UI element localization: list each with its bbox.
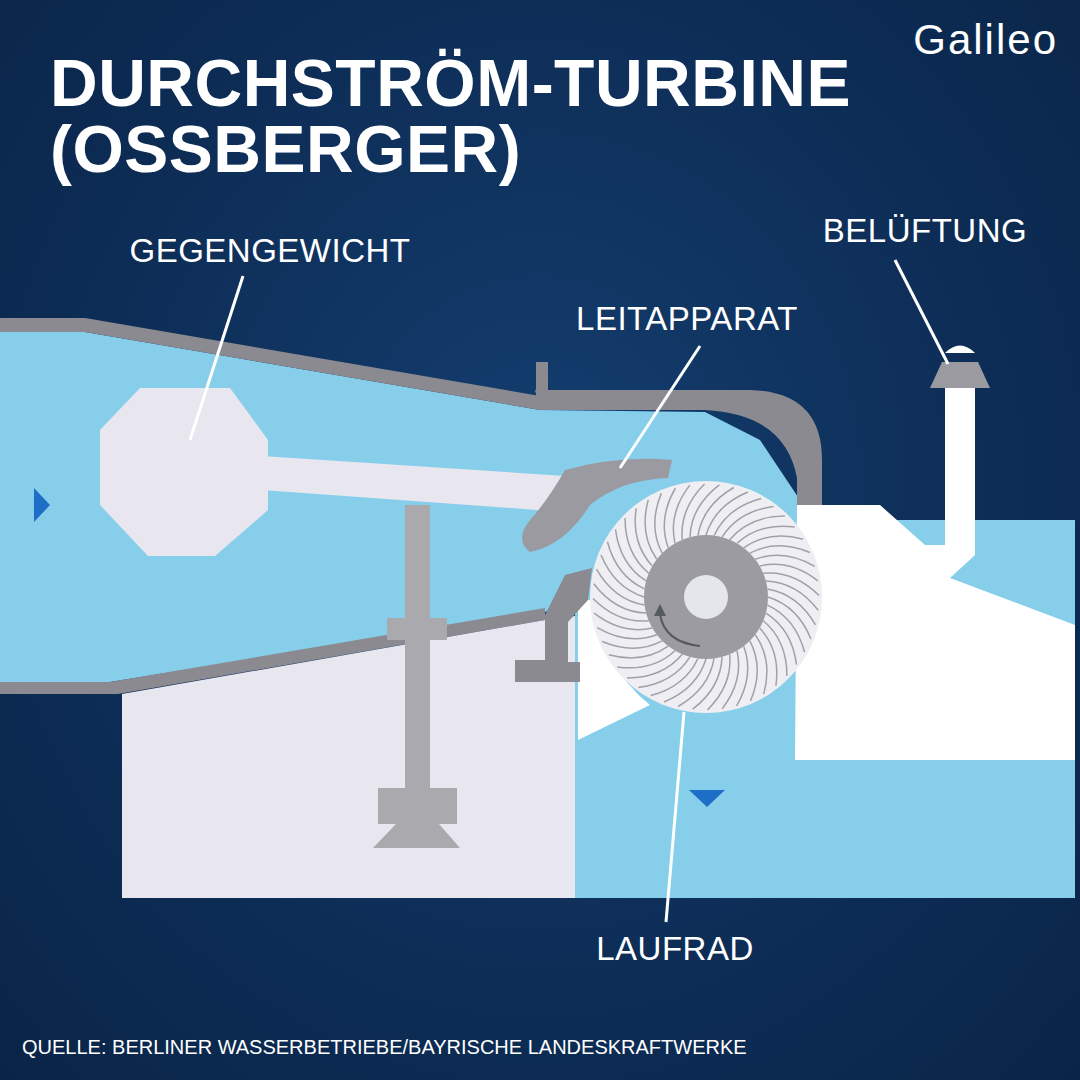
runner-blade (693, 657, 722, 709)
runner-blade (760, 628, 777, 686)
runner-blade (594, 584, 646, 613)
runner-wheel (590, 481, 822, 713)
runner-blade (766, 581, 818, 610)
outlet-structure (795, 385, 1075, 760)
leader-line (190, 276, 243, 440)
runner-blade (707, 654, 730, 710)
runner-blade (750, 546, 810, 553)
runner-blade (767, 589, 815, 625)
foundation-block (122, 600, 650, 898)
leader-line (666, 712, 684, 922)
flow-arrow (34, 488, 50, 522)
part-label: BELÜFTUNG (823, 212, 1027, 250)
part-label: GEGENGEWICHT (129, 232, 410, 270)
runner-blade (617, 651, 675, 668)
runner-blade (651, 658, 698, 695)
runner-blade (722, 506, 774, 537)
control-rod (405, 505, 430, 790)
runner-blade (750, 641, 757, 701)
runner-blade (615, 529, 646, 581)
outlet-structure (945, 346, 975, 354)
source-caption: QUELLE: BERLINER WASSERBETRIEBE/BAYRISCH… (22, 1036, 747, 1059)
runner-blade (602, 641, 662, 648)
counterweight (262, 456, 583, 512)
control-rod (373, 824, 460, 848)
runner-blade (682, 484, 705, 540)
watermark: Galileo (913, 16, 1058, 64)
runner-blade (690, 485, 719, 537)
runner-blade (766, 613, 797, 665)
outlet-structure (795, 346, 1075, 761)
runner-blade (714, 498, 761, 535)
turbine-housing (536, 362, 548, 402)
control-rod (373, 505, 460, 848)
flow-arrow (34, 488, 725, 807)
title: DURCHSTRÖM-TURBINE (OSSBERGER) (50, 50, 950, 182)
runner-blade (593, 598, 649, 621)
runner-blade (638, 657, 690, 688)
turbine-housing (515, 568, 592, 682)
runner-wheel (654, 604, 666, 616)
counterweight (100, 388, 268, 556)
runner-blade (737, 526, 795, 543)
runner-wheel (644, 535, 768, 659)
penstock-wall (0, 318, 540, 410)
runner-blade (763, 573, 819, 596)
control-rod (378, 788, 457, 824)
runner-blade (767, 605, 804, 652)
runner-wheel (590, 481, 822, 713)
runner-blade (635, 508, 652, 566)
leader-line (895, 260, 948, 364)
runner-blades (593, 484, 819, 710)
leader-line (190, 260, 948, 922)
runner-wheel (684, 575, 728, 619)
counterweight (100, 388, 583, 556)
part-label: LAUFRAD (596, 930, 754, 968)
flow-arrow (689, 790, 725, 807)
foundation-block (122, 616, 575, 898)
runner-blade (655, 493, 662, 553)
runner-wheel (660, 614, 700, 646)
part-label: LEITAPPARAT (576, 300, 798, 338)
runner-blade (607, 542, 644, 589)
leader-line (620, 346, 700, 468)
outlet-structure (930, 362, 990, 388)
control-rod (387, 618, 447, 640)
